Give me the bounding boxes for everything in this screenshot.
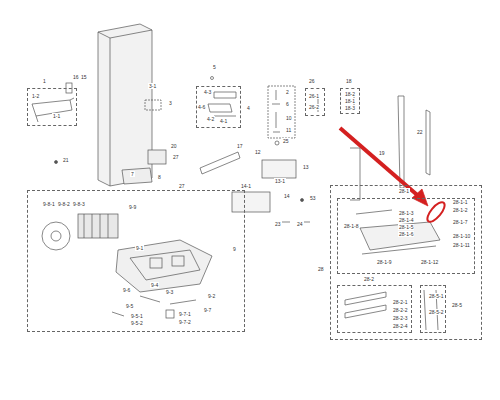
callout-number: 9-6 <box>122 287 131 293</box>
callout-number: 28-1-10 <box>452 233 471 239</box>
callout-number: 9-8-2 <box>57 201 71 207</box>
callout-number: 28-2-1 <box>392 299 408 305</box>
callout-number: 28-1-5 <box>398 224 414 230</box>
callout-number: 9-7 <box>203 307 212 313</box>
callout-number: 9-5 <box>125 303 134 309</box>
callout-number: 24 <box>296 221 304 227</box>
callout-number: 26-2 <box>308 104 320 110</box>
callout-number: 18-3 <box>344 105 356 111</box>
group-number: 28 <box>317 266 325 272</box>
callout-number: 22 <box>416 129 424 135</box>
callout-number: 16 <box>72 74 80 80</box>
group-number: 9 <box>232 246 237 252</box>
callout-number: 9-8-1 <box>42 201 56 207</box>
callout-number: 4-1 <box>219 118 228 124</box>
group-number: 26 <box>308 78 316 84</box>
callout-number: 9-7-1 <box>178 311 192 317</box>
callout-number: 6 <box>285 101 290 107</box>
group-number: 4 <box>246 105 251 111</box>
callout-number: 15 <box>80 74 88 80</box>
callout-number: 1-1 <box>52 113 61 119</box>
callout-number: 28-5-1 <box>428 293 444 299</box>
callout-number: 53 <box>309 195 317 201</box>
callout-number: 21 <box>62 157 70 163</box>
callout-number: 28-1-12 <box>420 259 439 265</box>
callout-number: 20 <box>170 143 178 149</box>
callout-number: 27 <box>172 154 180 160</box>
group-number: 1 <box>42 78 47 84</box>
callout-number: 4-3 <box>203 89 212 95</box>
callout-number: 9-9 <box>128 204 137 210</box>
group-number: 28-5 <box>451 302 463 308</box>
callout-number: 28-2-3 <box>392 315 408 321</box>
callout-number: 1-2 <box>31 93 40 99</box>
callout-number: 13-1 <box>274 178 286 184</box>
callout-number: 14 <box>283 193 291 199</box>
callout-number: 13 <box>302 164 310 170</box>
callout-number: 9-2 <box>207 293 216 299</box>
group-number: 28-2 <box>363 276 375 282</box>
group-number: 28-1 <box>398 188 410 194</box>
callout-number: 5 <box>212 64 217 70</box>
callout-number: 7 <box>130 171 135 177</box>
callout-number: 12 <box>254 149 262 155</box>
callout-number: 4-6 <box>197 104 206 110</box>
callout-number: 28-1-2 <box>452 207 468 213</box>
callout-number: 28-1-6 <box>398 231 414 237</box>
callout-number: 17 <box>236 143 244 149</box>
callout-number: 2 <box>285 89 290 95</box>
callout-number: 9-5-1 <box>130 313 144 319</box>
callout-number: 28-1-1 <box>452 199 468 205</box>
callout-number: 28-5-2 <box>428 309 444 315</box>
group-number: 18 <box>345 78 353 84</box>
callout-number: 9-7-2 <box>178 319 192 325</box>
callout-number: 28-1-3 <box>398 210 414 216</box>
callout-number: 11 <box>285 127 292 133</box>
callout-number: 14-1 <box>240 183 252 189</box>
callout-number: 18-1 <box>344 98 356 104</box>
callout-number: 4-2 <box>206 116 215 122</box>
callout-number: 28-2-2 <box>392 307 408 313</box>
callout-number: 28-1-4 <box>398 217 414 223</box>
callout-number: 27 <box>178 183 186 189</box>
callout-number: 25 <box>282 138 290 144</box>
callout-number: 8 <box>157 174 162 180</box>
callout-number: 3 <box>168 100 173 106</box>
callout-number: 19 <box>378 150 386 156</box>
callout-number: 3-1 <box>148 83 157 89</box>
callout-number: 28-1-9 <box>376 259 392 265</box>
callout-number: 9-1 <box>135 245 144 251</box>
callout-number: 28-1-11 <box>452 242 471 248</box>
callout-number: 28-2-4 <box>392 323 408 329</box>
callout-number: 10 <box>285 115 293 121</box>
callout-number: 18-2 <box>344 91 356 97</box>
callout-number: 9-8-3 <box>72 201 86 207</box>
callout-number: 9-5-2 <box>130 320 144 326</box>
callout-number: 26-1 <box>308 93 320 99</box>
callout-number: 9-4 <box>150 282 159 288</box>
callout-number: 23 <box>274 221 282 227</box>
part-group-box: 9 <box>27 190 245 332</box>
callout-number: 28-1-7 <box>452 219 468 225</box>
callout-number: 9-3 <box>165 289 174 295</box>
callout-number: 28-1-8 <box>343 223 359 229</box>
